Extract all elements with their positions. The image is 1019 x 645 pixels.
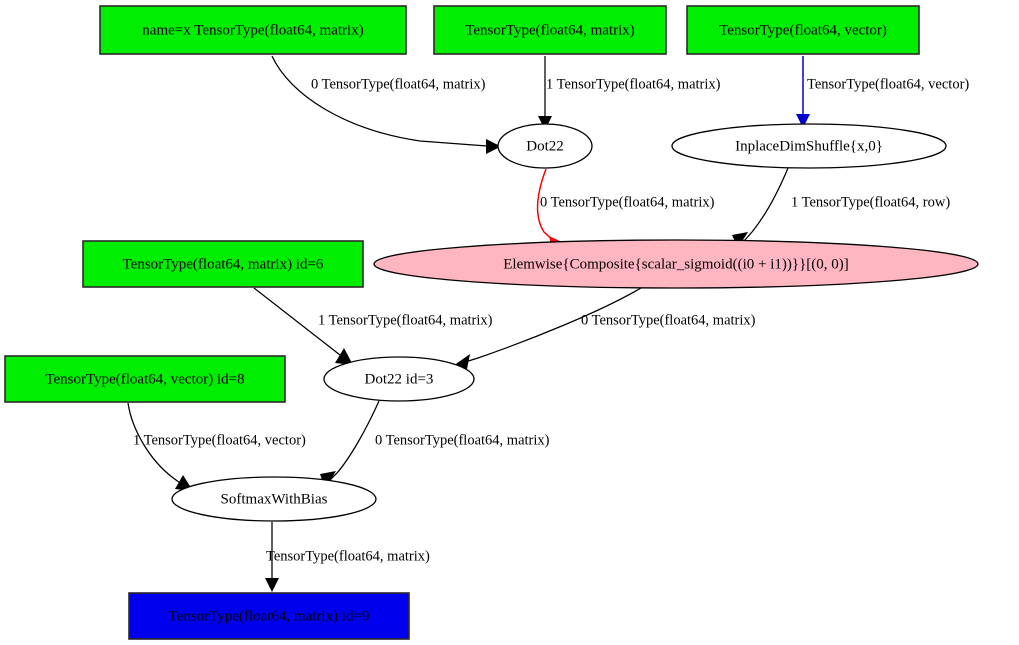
node-label: TensorType(float64, matrix) xyxy=(465,22,635,38)
node-shape xyxy=(497,123,593,169)
node-label: SoftmaxWithBias xyxy=(221,491,328,507)
edge-label: 0 TensorType(float64, matrix) xyxy=(375,432,550,448)
edge-path xyxy=(271,55,488,147)
node-shape xyxy=(373,239,979,289)
node-op-softmax-with-bias[interactable]: SoftmaxWithBias xyxy=(171,476,377,522)
node-label: Dot22 id=3 xyxy=(365,371,434,387)
edge-in-w1-to-dot22: 1 TensorType(float64, matrix) xyxy=(538,56,721,130)
edge-label: 1 TensorType(float64, matrix) xyxy=(546,76,721,92)
edge-label: TensorType(float64, vector) xyxy=(807,76,969,92)
edge-in-x-to-dot22: 0 TensorType(float64, matrix) xyxy=(271,55,501,154)
node-op-elemwise-composite[interactable]: Elemwise{Composite{scalar_sigmoid((i0 + … xyxy=(373,239,979,289)
arrowhead-icon xyxy=(796,114,810,128)
node-shape xyxy=(171,476,377,522)
edge-in-w2-to-dot22-id3: 1 TensorType(float64, matrix) xyxy=(253,287,493,365)
edge-path xyxy=(464,287,642,363)
node-label: TensorType(float64, matrix) id=6 xyxy=(123,256,324,272)
node-label: TensorType(float64, matrix) id=9 xyxy=(169,608,370,624)
edge-path xyxy=(253,287,341,356)
edge-path xyxy=(743,167,789,242)
edge-path xyxy=(536,168,557,244)
node-label: InplaceDimShuffle{x,0} xyxy=(735,138,883,154)
arrowhead-icon xyxy=(265,578,279,592)
edge-in-b1-to-dimshuffle: TensorType(float64, vector) xyxy=(796,56,969,128)
node-shape xyxy=(99,5,407,55)
edge-label: 0 TensorType(float64, matrix) xyxy=(311,76,486,92)
node-op-dot22[interactable]: Dot22 xyxy=(497,123,593,169)
edge-softmax-to-out-y: TensorType(float64, matrix) xyxy=(265,522,430,592)
node-label: TensorType(float64, vector) xyxy=(719,22,887,38)
edge-label: 1 TensorType(float64, vector) xyxy=(133,432,306,448)
edge-label: 0 TensorType(float64, matrix) xyxy=(540,194,715,210)
node-op-inplace-dimshuffle[interactable]: InplaceDimShuffle{x,0} xyxy=(671,123,947,169)
edge-path xyxy=(329,400,380,481)
arrowhead-icon xyxy=(486,139,501,154)
node-shape xyxy=(671,123,947,169)
node-label: Dot22 xyxy=(526,138,564,154)
arrowhead-icon xyxy=(538,116,552,130)
edge-dot22-id3-to-softmax: 0 TensorType(float64, matrix) xyxy=(320,400,550,489)
arrowhead-icon xyxy=(335,348,353,365)
node-shape xyxy=(686,5,920,55)
edge-label: 0 TensorType(float64, matrix) xyxy=(581,312,756,328)
node-shape xyxy=(323,356,475,402)
node-label: Elemwise{Composite{scalar_sigmoid((i0 + … xyxy=(503,256,849,272)
node-label: TensorType(float64, vector) id=8 xyxy=(45,371,244,387)
edge-elemwise-to-dot22-id3: 0 TensorType(float64, matrix) xyxy=(453,287,756,369)
node-input-bias-1[interactable]: TensorType(float64, vector) xyxy=(686,5,920,55)
node-output-result[interactable]: TensorType(float64, matrix) id=9 xyxy=(128,592,410,640)
edge-label: TensorType(float64, matrix) xyxy=(266,548,430,564)
node-label: name=x TensorType(float64, matrix) xyxy=(142,22,363,38)
node-op-dot22-id3[interactable]: Dot22 id=3 xyxy=(323,356,475,402)
node-input-bias-2[interactable]: TensorType(float64, vector) id=8 xyxy=(4,355,286,403)
edge-label: 1 TensorType(float64, matrix) xyxy=(318,312,493,328)
edge-path xyxy=(127,402,181,484)
node-input-x[interactable]: name=x TensorType(float64, matrix) xyxy=(99,5,407,55)
node-shape xyxy=(433,5,667,55)
edge-dimshuffle-to-elemwise: 1 TensorType(float64, row) xyxy=(732,167,950,248)
node-shape xyxy=(128,592,410,640)
node-input-weights-1[interactable]: TensorType(float64, matrix) xyxy=(433,5,667,55)
node-shape xyxy=(82,240,364,288)
node-input-weights-2[interactable]: TensorType(float64, matrix) id=6 xyxy=(82,240,364,288)
edge-label: 1 TensorType(float64, row) xyxy=(791,194,950,210)
node-shape xyxy=(4,355,286,403)
